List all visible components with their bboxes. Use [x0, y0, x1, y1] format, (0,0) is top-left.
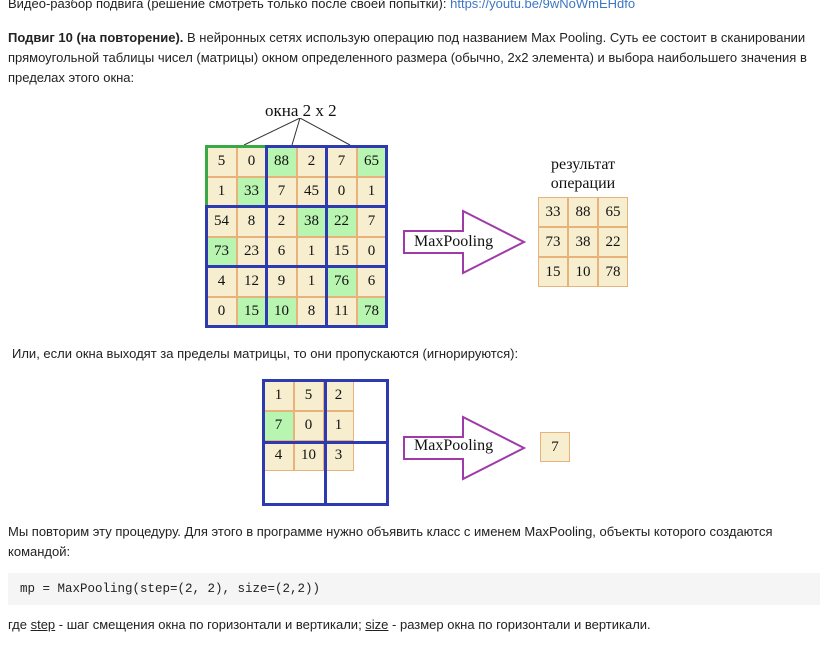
pooling-window — [325, 265, 388, 328]
video-link[interactable]: https://youtu.be/9wNoWmEHdfo — [450, 0, 636, 11]
matrix-cell: 2 — [296, 146, 327, 177]
pooling-window — [262, 441, 327, 506]
matrix-cell: 1 — [296, 266, 327, 297]
pooling-window — [205, 205, 268, 268]
intro-text: В нейронных сетях использую операцию под… — [8, 30, 807, 85]
video-prefix: Видео-разбор подвига (решение смотреть т… — [8, 0, 451, 11]
pooling-window — [325, 205, 388, 268]
step-term: step — [30, 617, 56, 632]
footer-prefix: где — [8, 617, 31, 632]
matrix-cell: 10 — [293, 440, 324, 471]
matrix-cell: 2 — [323, 380, 354, 411]
matrix-cell: 11 — [326, 296, 357, 327]
windows-pointer-lines — [243, 118, 351, 146]
matrix-cell: 15 — [326, 236, 357, 267]
intro-paragraph: Подвиг 10 (на повторение). В нейронных с… — [8, 28, 818, 88]
matrix-cell: 7 — [356, 206, 387, 237]
result-cell-2: 7 — [540, 432, 570, 462]
matrix-cell: 15 — [538, 257, 568, 287]
maxpooling-arrow-2 — [403, 415, 527, 481]
matrix-cell: 65 — [356, 146, 387, 177]
matrix-cell: 1 — [356, 176, 387, 207]
matrix-cell: 38 — [296, 206, 327, 237]
windows-label: окна 2 х 2 — [265, 101, 337, 120]
matrix-cell: 7 — [326, 146, 357, 177]
matrix-cell: 78 — [598, 257, 628, 287]
pooling-window — [324, 441, 389, 506]
matrix-cell: 0 — [206, 296, 237, 327]
matrix-cell: 0 — [293, 410, 324, 441]
size-term: size — [365, 617, 389, 632]
video-line: Видео-разбор подвига (решение смотреть т… — [8, 0, 818, 14]
matrix-cell: 33 — [538, 197, 568, 227]
pooling-window — [265, 205, 328, 268]
matrix-cell: 76 — [326, 266, 357, 297]
matrix-cell: 22 — [598, 227, 628, 257]
pooling-window — [205, 145, 268, 208]
matrix-cell: 73 — [538, 227, 568, 257]
result-label: результат операции — [550, 156, 616, 192]
intro-heading: Подвиг 10 (на повторение). — [8, 30, 184, 45]
matrix-cell: 1 — [296, 236, 327, 267]
matrix-cell: 88 — [568, 197, 598, 227]
matrix-cell: 4 — [206, 266, 237, 297]
matrix-cell: 65 — [598, 197, 628, 227]
pooling-window — [324, 379, 389, 444]
matrix-cell: 12 — [236, 266, 267, 297]
between-text: Или, если окна выходят за пределы матриц… — [12, 346, 519, 361]
pooling-window — [325, 145, 388, 208]
step-description: - шаг смещения окна по горизонтали и вер… — [55, 617, 366, 632]
size-description: - размер окна по горизонтали и вертикали… — [388, 617, 651, 632]
footer-paragraph: где step - шаг смещения окна по горизонт… — [8, 615, 818, 635]
matrix-cell: 78 — [356, 296, 387, 327]
code-block: mp = MaxPooling(step=(2, 2), size=(2,2)) — [8, 573, 820, 605]
matrix-cell: 10 — [568, 257, 598, 287]
matrix-cell: 0 — [356, 236, 387, 267]
arrow-label-2: MaxPooling — [414, 437, 494, 454]
maxpooling-arrow-1 — [403, 209, 527, 275]
pooling-window — [265, 145, 328, 208]
pooling-window — [265, 265, 328, 328]
matrix-cell: 0 — [326, 176, 357, 207]
pooling-window — [205, 265, 268, 328]
matrix-cell: 38 — [568, 227, 598, 257]
pooling-window — [262, 379, 327, 444]
arrow-label-1: MaxPooling — [414, 233, 494, 250]
outro-paragraph: Мы повторим эту процедуру. Для этого в п… — [8, 524, 773, 559]
matrix-cell: 1 — [323, 410, 354, 441]
